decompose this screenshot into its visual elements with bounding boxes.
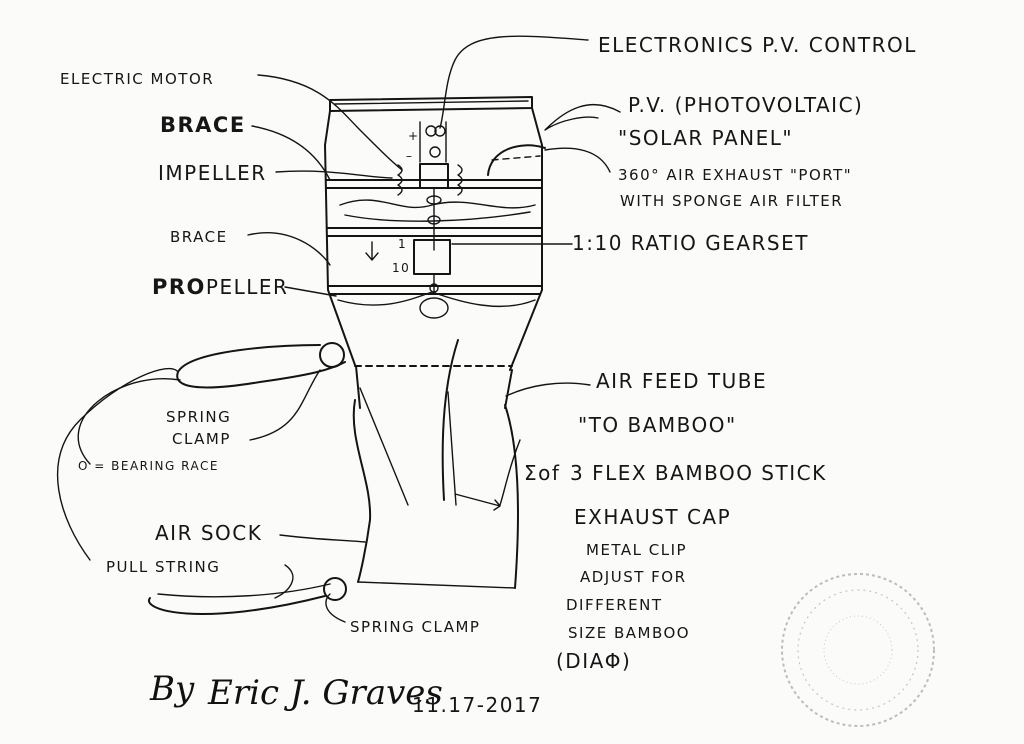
exhaust-port-filter <box>491 155 541 161</box>
motor-shaft <box>419 121 447 251</box>
leader-spring-clamp <box>249 369 321 441</box>
leader-flex-bamboo <box>499 439 521 506</box>
motor-coil-right <box>457 164 463 196</box>
leader-impeller <box>275 170 393 179</box>
label-brace-top: BRACE <box>160 113 246 137</box>
air-feed-inner-line <box>441 339 459 501</box>
leader-electric-motor <box>257 74 403 171</box>
label-exhaust-cap: EXHAUST CAP <box>574 505 731 529</box>
leader-brace-mid <box>247 232 331 266</box>
label-air-feed-tube: AIR FEED TUBE <box>596 369 767 393</box>
leader-brace-top <box>251 125 331 181</box>
spring-clamp-loop <box>176 344 346 389</box>
impeller-blades <box>339 199 536 209</box>
spring-clamp-bottom-icon <box>323 577 347 601</box>
label-adjust-for: ADJUST FOR <box>580 568 687 586</box>
label-minus: – <box>406 149 414 163</box>
label-propeller: PROPELLER <box>152 275 288 299</box>
signature-name: Eric J. Graves <box>207 673 443 713</box>
air-feed-tube-sides <box>355 365 513 409</box>
bearing-top-1 <box>425 125 437 137</box>
label-gearset: 1:10 RATIO GEARSET <box>572 231 809 255</box>
label-pv-line2: "SOLAR PANEL" <box>618 126 793 150</box>
label-different: DIFFERENT <box>566 596 663 614</box>
circular-stamp-icon <box>781 573 935 727</box>
exhaust-port <box>487 144 546 176</box>
gearset-box <box>413 239 451 275</box>
label-propeller-rest: PELLER <box>206 275 289 299</box>
signature-by: By <box>149 669 195 709</box>
leader-spring-clamp-bottom <box>325 593 346 623</box>
label-metal-clip: METAL CLIP <box>586 541 687 559</box>
gearset-bearing <box>429 283 439 293</box>
leader-solar-panel <box>544 103 621 131</box>
label-electric-motor: ELECTRIC MOTOR <box>60 70 214 88</box>
air-sock-bottom <box>357 581 516 589</box>
label-exhaust-line2: WITH SPONGE AIR FILTER <box>620 192 843 210</box>
label-air-sock: AIR SOCK <box>155 521 262 545</box>
label-electronics: ELECTRONICS P.V. CONTROL <box>598 33 917 57</box>
bearing-top-3 <box>429 146 441 158</box>
signature-date: 11.17-2017 <box>412 693 542 717</box>
propeller-hub <box>419 297 449 319</box>
device-body <box>147 96 546 615</box>
electric-motor-box <box>419 163 449 189</box>
label-pull-string: PULL STRING <box>106 558 220 576</box>
label-flex-bamboo: 3 FLEX BAMBOO STICK <box>570 461 827 485</box>
label-propeller-bold: PRO <box>152 275 206 299</box>
leader-pull-string-arrow <box>274 564 294 599</box>
housing-right-wall <box>509 107 543 371</box>
label-plus: + <box>408 129 420 143</box>
label-impeller: IMPELLER <box>158 161 267 185</box>
shaft-bearing-2 <box>427 215 441 225</box>
label-size-bamboo: SIZE BAMBOO <box>568 624 690 642</box>
air-sock-left <box>352 399 372 583</box>
leader-bearing-race <box>77 378 181 465</box>
label-ratio-top: 1 <box>398 237 407 251</box>
solar-panel-edge <box>334 100 529 105</box>
label-spring-clamp-left-1: SPRING <box>166 408 231 426</box>
label-to-bamboo: "TO BAMBOO" <box>578 413 737 437</box>
housing-left-wall <box>324 110 356 366</box>
shaft-bearing-1 <box>426 195 442 205</box>
brace-top-lines <box>325 179 543 189</box>
pull-string-loop-inner <box>157 583 331 598</box>
label-pv-line1: P.V. (PHOTOVOLTAIC) <box>628 93 863 117</box>
leader-electronics <box>439 35 589 129</box>
bamboo-inner-lines <box>359 387 457 506</box>
label-bearing-race: O = BEARING RACE <box>78 459 219 473</box>
propeller-lines <box>327 285 543 295</box>
label-ratio-bottom: 10 <box>392 261 410 275</box>
leader-propeller <box>284 286 337 297</box>
label-flex-bamboo-prefix: Σof <box>524 461 560 485</box>
labels: ELECTRONICS P.V. CONTROL ELECTRIC MOTOR … <box>60 33 917 673</box>
signature-block: By Eric J. Graves 11.17-2017 <box>149 669 542 717</box>
label-brace-mid: BRACE <box>170 228 228 246</box>
label-spring-clamp-bottom: SPRING CLAMP <box>350 618 480 636</box>
leader-exhaust-port <box>544 147 611 173</box>
pull-string-loop <box>147 595 326 615</box>
label-dia: (DIAΦ) <box>556 649 631 673</box>
leader-air-feed-tube <box>505 382 591 397</box>
label-spring-clamp-left-2: CLAMP <box>172 430 231 448</box>
leader-lines <box>56 35 621 623</box>
down-arrow <box>365 241 379 261</box>
leader-pull-string <box>56 367 179 561</box>
leader-air-sock <box>279 534 366 543</box>
bamboo-stick-arrow <box>454 493 501 511</box>
label-exhaust-line1: 360° AIR EXHAUST "PORT" <box>618 166 852 184</box>
air-sock-right <box>504 404 519 589</box>
